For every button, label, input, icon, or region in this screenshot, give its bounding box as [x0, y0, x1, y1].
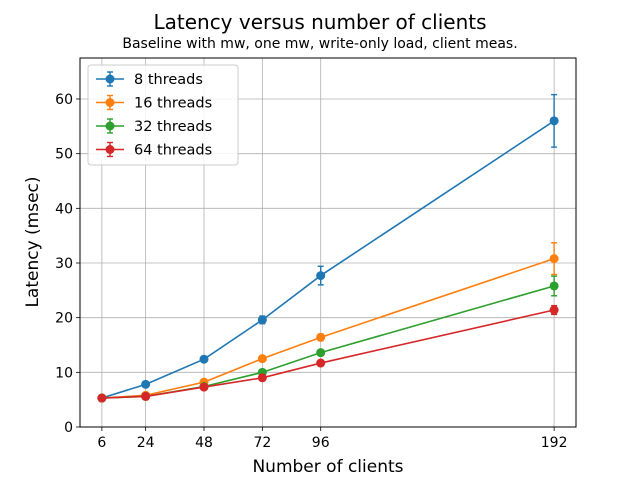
- data-point: [316, 271, 326, 281]
- legend-marker: [105, 121, 115, 131]
- y-axis-label: Latency (msec): [23, 176, 43, 307]
- data-point: [549, 116, 559, 126]
- data-point: [199, 382, 209, 392]
- y-tick-label: 50: [55, 147, 73, 163]
- legend-label: 16 threads: [134, 96, 212, 112]
- legend-item: 16 threads: [96, 94, 212, 112]
- legend-marker: [105, 145, 115, 154]
- y-tick-label: 30: [55, 256, 73, 272]
- data-point: [199, 354, 209, 364]
- data-point: [141, 391, 151, 401]
- data-point: [257, 354, 267, 364]
- series-32-threads: [97, 275, 559, 403]
- legend-marker: [105, 98, 115, 107]
- legend: 8 threads 16 threads 32 threads 64 threads: [87, 64, 239, 166]
- data-point: [257, 315, 267, 325]
- x-tick-label: 192: [541, 435, 568, 451]
- y-tick-label: 0: [64, 420, 73, 436]
- legend-item: 64 threads: [96, 141, 212, 159]
- series-16-threads: [97, 242, 559, 403]
- legend-marker: [105, 74, 115, 84]
- data-point: [549, 305, 559, 315]
- x-tick-label: 96: [312, 435, 330, 451]
- series-line: [101, 285, 555, 399]
- x-tick-label: 48: [195, 435, 213, 451]
- y-tick-label: 60: [55, 92, 73, 108]
- series-line: [101, 257, 555, 399]
- data-point: [549, 281, 559, 291]
- legend-item: 8 threads: [96, 71, 203, 88]
- series-line: [101, 120, 555, 399]
- x-axis-label: Number of clients: [252, 457, 403, 477]
- y-tick-label: 10: [55, 365, 73, 381]
- chart-subtitle: Baseline with mw, one mw, write-only loa…: [122, 36, 517, 52]
- legend-item: 32 threads: [96, 118, 212, 135]
- series-layer: [97, 93, 559, 403]
- data-point: [316, 348, 326, 358]
- data-point: [97, 393, 107, 403]
- series-line: [101, 309, 555, 399]
- data-point: [316, 358, 326, 368]
- y-tick-label: 20: [55, 311, 73, 327]
- ticks: 6 24 48 72 96 192 0 10 20 30 40 50 60: [55, 92, 567, 451]
- chart-title: Latency versus number of clients: [153, 10, 486, 34]
- plot-frame: [79, 57, 577, 428]
- legend-box: [87, 64, 239, 166]
- data-point: [257, 373, 267, 383]
- data-point: [141, 379, 151, 389]
- x-tick-label: 72: [253, 435, 271, 451]
- y-tick-label: 40: [55, 201, 73, 217]
- data-point: [316, 332, 326, 342]
- legend-label: 8 threads: [134, 72, 203, 88]
- data-point: [549, 254, 559, 264]
- legend-label: 64 threads: [134, 143, 212, 159]
- legend-label: 32 threads: [134, 119, 212, 135]
- x-tick-label: 24: [137, 435, 155, 451]
- series-64-threads: [97, 304, 559, 403]
- x-tick-label: 6: [97, 435, 106, 451]
